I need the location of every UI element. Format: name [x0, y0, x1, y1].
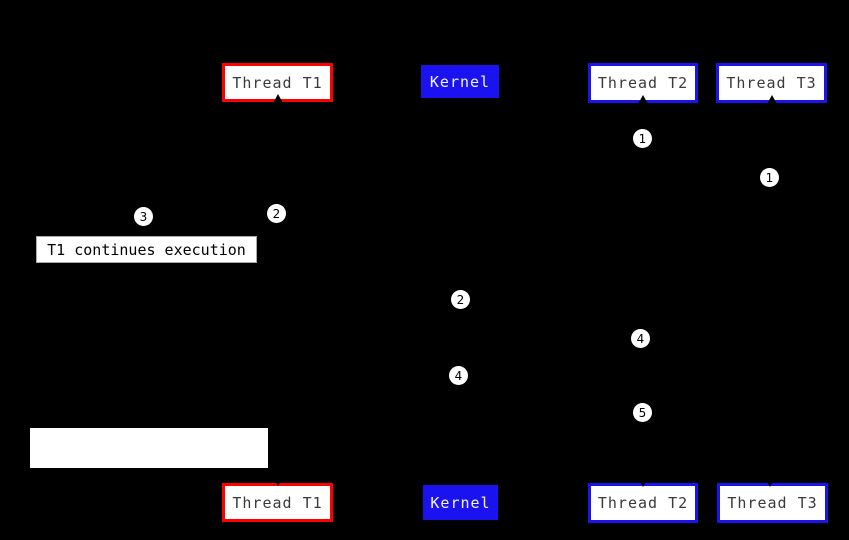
step-marker-circle: 4: [631, 329, 650, 348]
step-marker-circle: 4: [449, 366, 468, 385]
step-marker-circle: 2: [267, 204, 286, 223]
step-marker-circle: 2: [451, 290, 470, 309]
step-marker-circle: 1: [633, 129, 652, 148]
kernel-box-bottom: Kernel: [423, 485, 498, 520]
lifeline-arrowhead-icon: [638, 95, 648, 104]
blank-note-box: [30, 428, 268, 468]
thread-t2-box-bottom: Thread T2: [588, 483, 698, 523]
step-marker-circle: 3: [134, 207, 153, 226]
thread-t1-box-bottom: Thread T1: [222, 483, 333, 522]
lifeline-arrowhead-icon: [767, 95, 777, 104]
lifeline-arrowhead-icon: [273, 477, 283, 486]
kernel-box-top: Kernel: [421, 65, 499, 98]
step-marker-circle: 1: [760, 168, 779, 187]
t1-continues-label: T1 continues execution: [36, 236, 257, 263]
lifeline-arrowhead-icon: [273, 94, 283, 103]
lifeline-arrowhead-icon: [765, 478, 775, 487]
lifeline-arrowhead-icon: [638, 478, 648, 487]
thread-t3-box-bottom: Thread T3: [717, 483, 828, 523]
step-marker-circle: 5: [633, 403, 652, 422]
